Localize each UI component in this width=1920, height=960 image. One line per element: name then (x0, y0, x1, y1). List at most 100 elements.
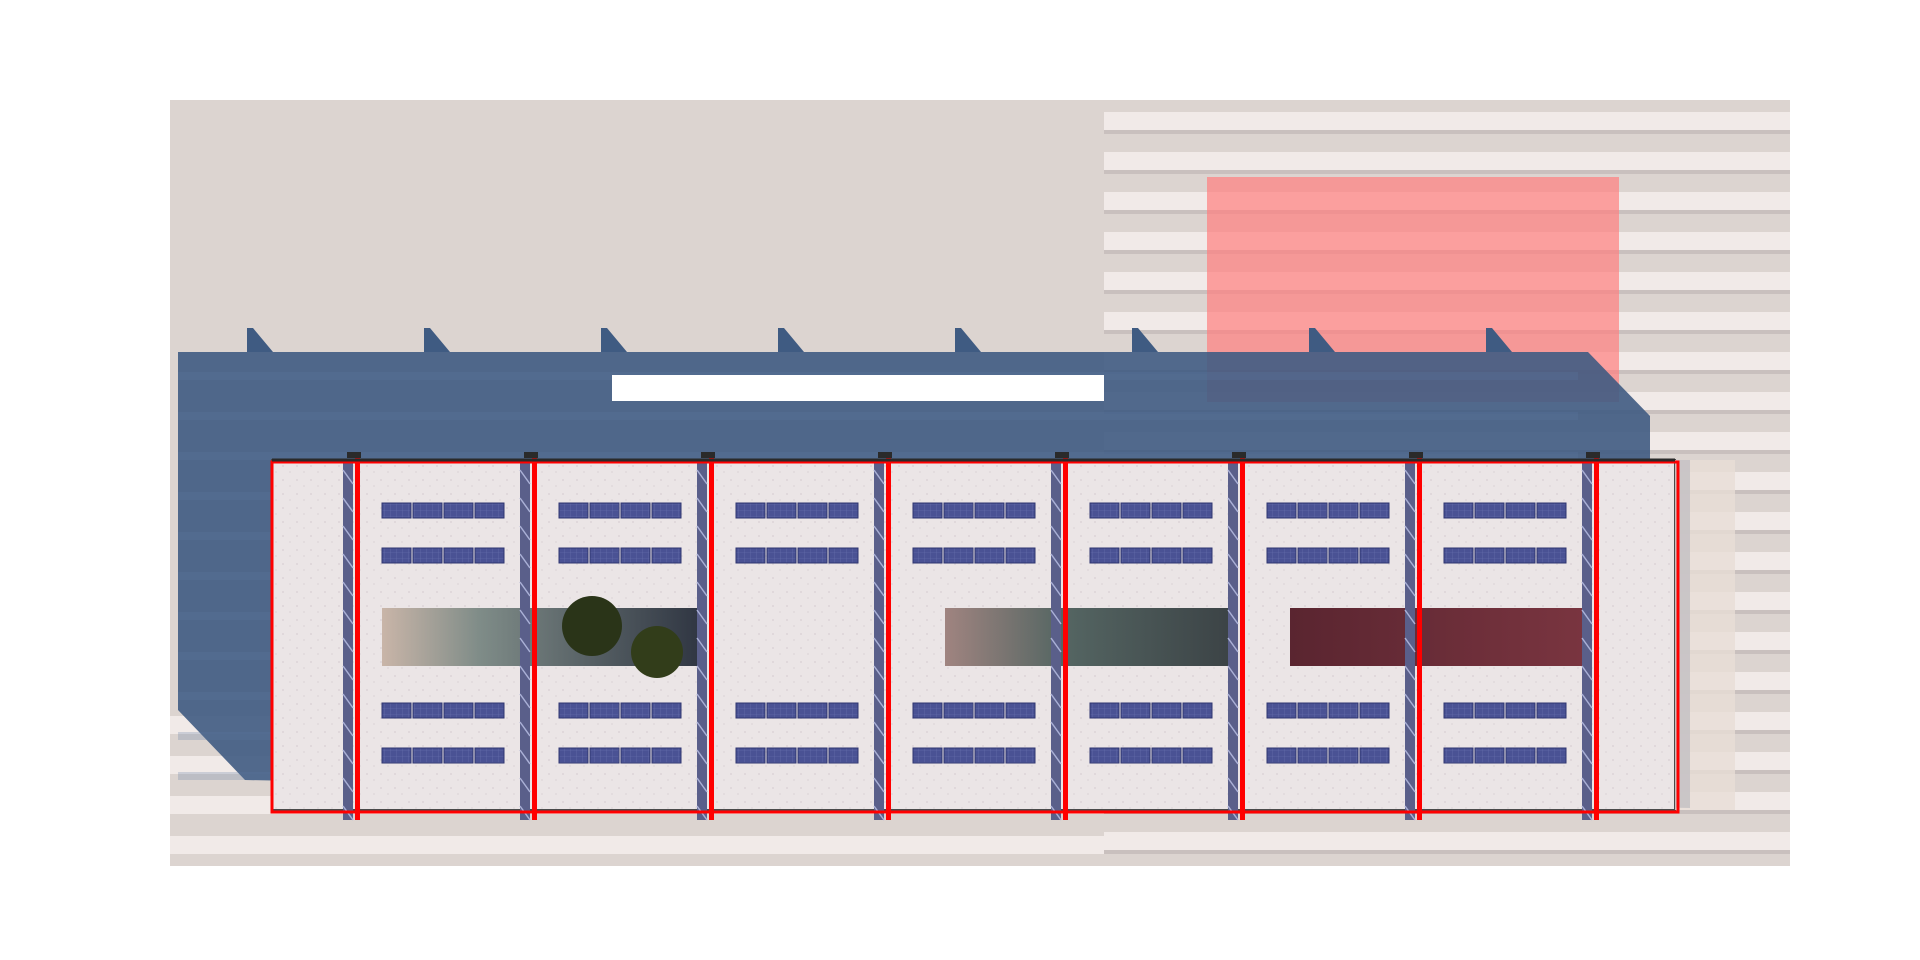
solar-panel (974, 502, 1005, 519)
truss-bracing (1404, 497, 1416, 513)
site-stripe (1104, 152, 1790, 170)
solar-panel (1359, 747, 1390, 764)
frame-cap (878, 452, 892, 458)
solar-panel (1182, 547, 1213, 564)
solar-panel (1443, 747, 1474, 764)
truss-bracing (1404, 749, 1416, 765)
solar-panel (474, 747, 505, 764)
truss-bracing (1404, 469, 1416, 485)
solar-panel (1536, 547, 1567, 564)
structural-frame (1063, 452, 1068, 820)
solar-panel (1266, 502, 1297, 519)
truss-bracing (696, 469, 708, 485)
solar-panel (589, 502, 620, 519)
solar-panel (474, 702, 505, 719)
truss-bracing (1581, 469, 1593, 485)
solar-panel (474, 502, 505, 519)
solar-panel (1297, 547, 1328, 564)
truss-bracing (519, 581, 531, 597)
solar-panel (1328, 702, 1359, 719)
solar-panel (1266, 747, 1297, 764)
solar-panel (912, 747, 943, 764)
solar-panel (558, 547, 589, 564)
truss-column (1405, 460, 1415, 820)
structural-frame (886, 452, 891, 820)
truss-bracing (873, 749, 885, 765)
solar-panel (589, 547, 620, 564)
truss-bracing (696, 749, 708, 765)
solar-panel (1443, 547, 1474, 564)
solar-panel (1266, 547, 1297, 564)
truss-bracing (342, 637, 354, 653)
truss-bracing (1050, 721, 1062, 737)
solar-panel (1120, 502, 1151, 519)
solar-panel (912, 702, 943, 719)
solar-panel (828, 747, 859, 764)
truss-bracing (1581, 525, 1593, 541)
truss-bracing (519, 525, 531, 541)
truss-bracing (1404, 609, 1416, 625)
truss-bracing (873, 469, 885, 485)
truss-bracing (1404, 665, 1416, 681)
truss-bracing (1050, 749, 1062, 765)
structural-frame (1240, 452, 1245, 820)
solar-panel (943, 747, 974, 764)
solar-panel (1151, 747, 1182, 764)
truss-bracing (873, 637, 885, 653)
solar-panel (1089, 502, 1120, 519)
solar-panel (381, 547, 412, 564)
truss-column (1582, 460, 1592, 820)
solar-panel (1505, 702, 1536, 719)
solar-panel (589, 747, 620, 764)
truss-bracing (519, 749, 531, 765)
truss-bracing (342, 665, 354, 681)
truss-column (874, 460, 884, 820)
solar-panel (1297, 502, 1328, 519)
truss-bracing (342, 777, 354, 793)
truss-bracing (1050, 665, 1062, 681)
site-stripe-shadow (1104, 850, 1790, 854)
solar-panel (1297, 702, 1328, 719)
site-stripe (1104, 832, 1790, 850)
solar-panel (1536, 502, 1567, 519)
solar-panel (766, 747, 797, 764)
solar-panel (1505, 502, 1536, 519)
frame-cap (701, 452, 715, 458)
solar-panel (1120, 747, 1151, 764)
truss-bracing (519, 637, 531, 653)
truss-bracing (1581, 609, 1593, 625)
frame-cap (1409, 452, 1423, 458)
site-stripe (170, 836, 1104, 854)
solar-panel (381, 747, 412, 764)
solar-panel (1120, 547, 1151, 564)
solar-panel (735, 547, 766, 564)
truss-bracing (696, 693, 708, 709)
solar-panel (735, 702, 766, 719)
solar-panel (443, 547, 474, 564)
truss-bracing (1404, 553, 1416, 569)
truss-bracing (1227, 469, 1239, 485)
solar-panel (766, 547, 797, 564)
truss-bracing (873, 497, 885, 513)
truss-bracing (696, 581, 708, 597)
truss-column (520, 460, 530, 820)
solar-panel (735, 747, 766, 764)
truss-bracing (519, 693, 531, 709)
tree-canopy-icon (631, 626, 683, 678)
solar-panel (1120, 702, 1151, 719)
parapet-fin (1132, 328, 1158, 352)
roof-right-edge-shade (1675, 460, 1735, 810)
truss-bracing (696, 777, 708, 793)
solar-panel (589, 702, 620, 719)
solar-panel (1297, 747, 1328, 764)
truss-bracing (1050, 553, 1062, 569)
structural-frame (1417, 452, 1422, 820)
truss-bracing (342, 749, 354, 765)
solar-panel (1505, 547, 1536, 564)
truss-bracing (873, 665, 885, 681)
truss-bracing (1404, 777, 1416, 793)
truss-bracing (1227, 749, 1239, 765)
solar-panel (1359, 547, 1390, 564)
solar-panel (620, 702, 651, 719)
parapet-fin (247, 328, 273, 352)
